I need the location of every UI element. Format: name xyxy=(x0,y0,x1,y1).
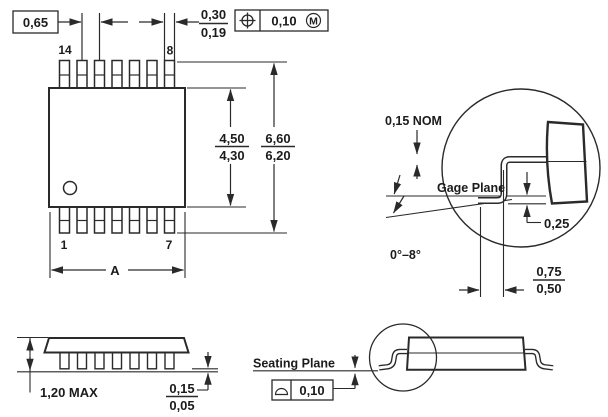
package-body xyxy=(48,87,186,208)
standoff-min: 0,05 xyxy=(169,398,194,413)
side-view: 1,20 MAX 0,15 0,05 xyxy=(17,336,218,413)
pin-number-7: 7 xyxy=(166,238,173,252)
left-lead xyxy=(378,348,407,371)
position-tolerance-frame: 0,10 M xyxy=(234,9,329,32)
body-width-max: 4,50 xyxy=(219,131,244,146)
side-view-leads xyxy=(59,351,175,370)
seating-plane-label: Seating Plane xyxy=(253,357,335,371)
lead-detail-view: 0,15 NOM Gage Plane 0°–8° 0,25 0,75 0,50 xyxy=(385,88,601,297)
lead-span-min: 6,20 xyxy=(265,148,290,163)
mmc-modifier-icon: M xyxy=(305,12,322,29)
lead-angle-value: 0°–8° xyxy=(390,248,421,262)
flatness-value: 0,10 xyxy=(299,383,324,398)
foot-length-dimension: 0,75 0,50 xyxy=(459,170,565,297)
top-pins xyxy=(58,59,176,89)
elevation-body xyxy=(405,336,527,371)
pitch-dimension: 0,65 xyxy=(12,10,128,60)
side-view-body xyxy=(43,337,190,354)
body-cross-section xyxy=(545,120,589,205)
pin1-indicator xyxy=(62,180,78,196)
detail-circle xyxy=(441,88,601,248)
position-tolerance-value: 0,10 xyxy=(271,14,296,29)
foot-length-min: 0,50 xyxy=(536,281,561,296)
standoff-dimension: 0,15 0,05 xyxy=(166,352,212,413)
pin-number-1: 1 xyxy=(61,238,68,252)
standoff-max: 0,15 xyxy=(169,381,194,396)
mmc-modifier-letter: M xyxy=(309,16,318,28)
gage-offset-dimension: 0,25 xyxy=(523,172,569,231)
gage-plane-label: Gage Plane xyxy=(437,181,505,195)
foot-length-max: 0,75 xyxy=(536,264,561,279)
top-view: 14 8 1 7 0,65 0,30 0,19 xyxy=(12,7,329,278)
pin-number-14: 14 xyxy=(58,43,72,57)
lead-thickness-value: 0,15 NOM xyxy=(385,114,442,128)
length-label: A xyxy=(110,263,120,278)
flatness-tolerance-frame: 0,10 xyxy=(271,379,334,401)
seating-plane-flatness-icon xyxy=(274,387,289,396)
pin-number-8: 8 xyxy=(167,44,174,58)
lead-span-max: 6,60 xyxy=(265,131,290,146)
lead-width-min: 0,19 xyxy=(201,25,226,40)
right-lead xyxy=(525,348,554,371)
lead-width-dimension: 0,30 0,19 xyxy=(139,7,228,60)
pin xyxy=(58,59,176,89)
pitch-value: 0,65 xyxy=(23,15,48,30)
body-width-min: 4,30 xyxy=(219,148,244,163)
package-elevation xyxy=(368,323,554,392)
elevation-detail-circle xyxy=(368,323,438,392)
gage-offset-value: 0,25 xyxy=(544,216,569,231)
lead-thickness-dimension: 0,15 NOM xyxy=(385,114,442,179)
body-width-dimension: 4,50 4,30 6,60 6,20 xyxy=(177,61,295,234)
seating-plane-callout: Seating Plane 0,10 xyxy=(253,323,554,401)
length-dimension: A xyxy=(49,212,186,278)
lead-width-max: 0,30 xyxy=(201,7,226,22)
bottom-pins xyxy=(58,206,176,234)
max-height-value: 1,20 MAX xyxy=(40,385,98,400)
position-tolerance-icon xyxy=(239,12,256,29)
